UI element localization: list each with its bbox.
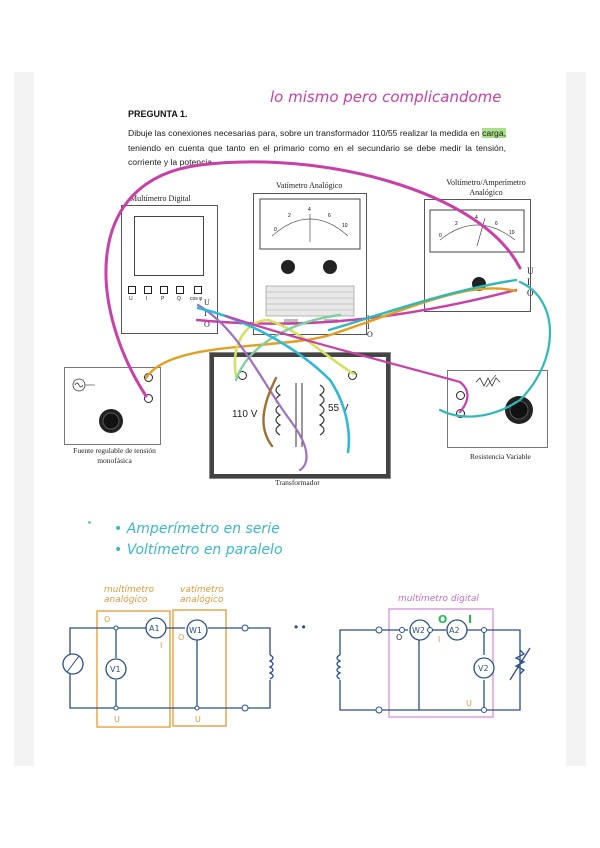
highlighted-word: carga, [482,128,506,138]
variable-resistor-label: Resistencia Variable [470,452,531,461]
bullet-dot [88,521,91,524]
note-voltmeter: • Voltímetro en paralelo [114,542,283,558]
label-i-1: I [160,641,162,650]
continuation-dots: • • [294,620,306,634]
question-text-part1: Dibuje las conexiones necesarias para, s… [128,128,483,138]
note-ammeter-text: Amperímetro en serie [126,521,280,537]
schematic-label-analog-wattmeter: vatímetro analógico [180,585,224,605]
ac-source-icon [72,378,123,433]
v2-text: V2 [478,664,489,673]
handwritten-note: lo mismo pero complicandome [270,88,502,106]
note-voltmeter-text: Voltímetro en paralelo [126,542,283,558]
label-i-2: I [438,635,440,644]
transformer-label: Transformador [275,478,320,487]
schematic-label-digital-multimeter: multímetro digital [398,594,479,604]
label-u-3: U [466,699,472,708]
w1-text: W1 [189,626,202,635]
v1-text: V1 [110,665,121,674]
label-o-green: O [438,613,447,626]
a2-text: A2 [449,626,460,635]
volt-ammeter-terminal-u-label: U [527,266,534,276]
label-o-3: O [396,633,402,642]
note-ammeter: • Amperímetro en serie [114,521,280,537]
label-i-green: I [468,613,472,626]
question-title: PREGUNTA 1. [128,109,188,119]
label-u-1: U [114,715,120,724]
label-o-1: O [104,615,110,624]
schematic-label-analog-multimeter: multímetro analógico [104,585,155,605]
w2-text: W2 [412,626,425,635]
label-o-2: O [178,633,184,642]
a1-text: A1 [149,624,160,633]
label-u-2: U [195,715,201,724]
power-supply-label: Fuente regulable de tensión monofásica [73,446,156,465]
